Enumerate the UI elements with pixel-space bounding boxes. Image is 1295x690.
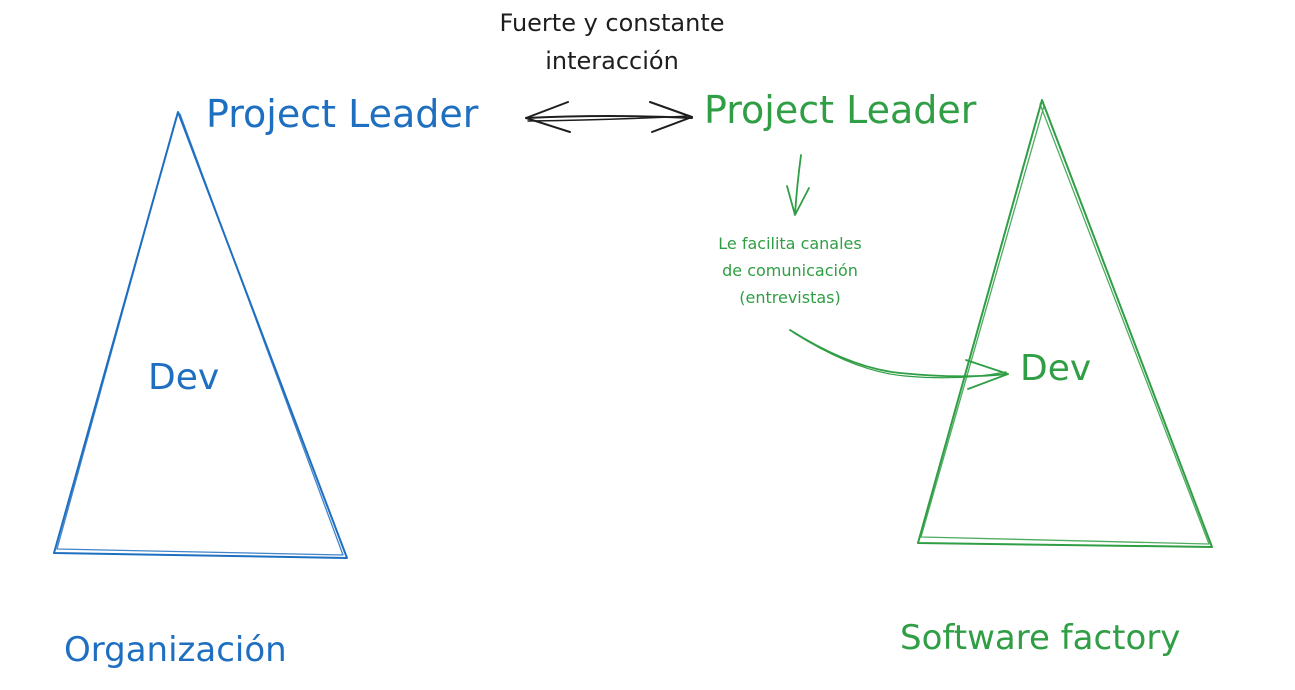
organization-pyramid [53,111,348,559]
organization-leader-label: Project Leader [206,92,479,136]
interaction-double-arrow [525,101,693,133]
channel-note-line3: (entrevistas) [739,288,841,307]
leader-down-arrow [786,154,810,216]
interaction-note: Fuerte y constante interacción [462,4,762,80]
factory-name: Software factory [900,618,1181,658]
channel-note-line2: de comunicación [722,261,858,280]
channel-note-line1: Le facilita canales [718,234,862,253]
factory-pyramid [917,99,1213,548]
factory-dev-label: Dev [1020,348,1092,389]
interaction-note-line2: interacción [545,47,679,75]
interaction-note-line1: Fuerte y constante [499,9,725,37]
channel-to-dev-arrow [789,329,1009,390]
channel-note: Le facilita canales de comunicación (ent… [660,230,920,311]
organization-dev-label: Dev [148,357,220,398]
organization-name: Organización [64,630,287,670]
factory-leader-label: Project Leader [704,88,977,132]
